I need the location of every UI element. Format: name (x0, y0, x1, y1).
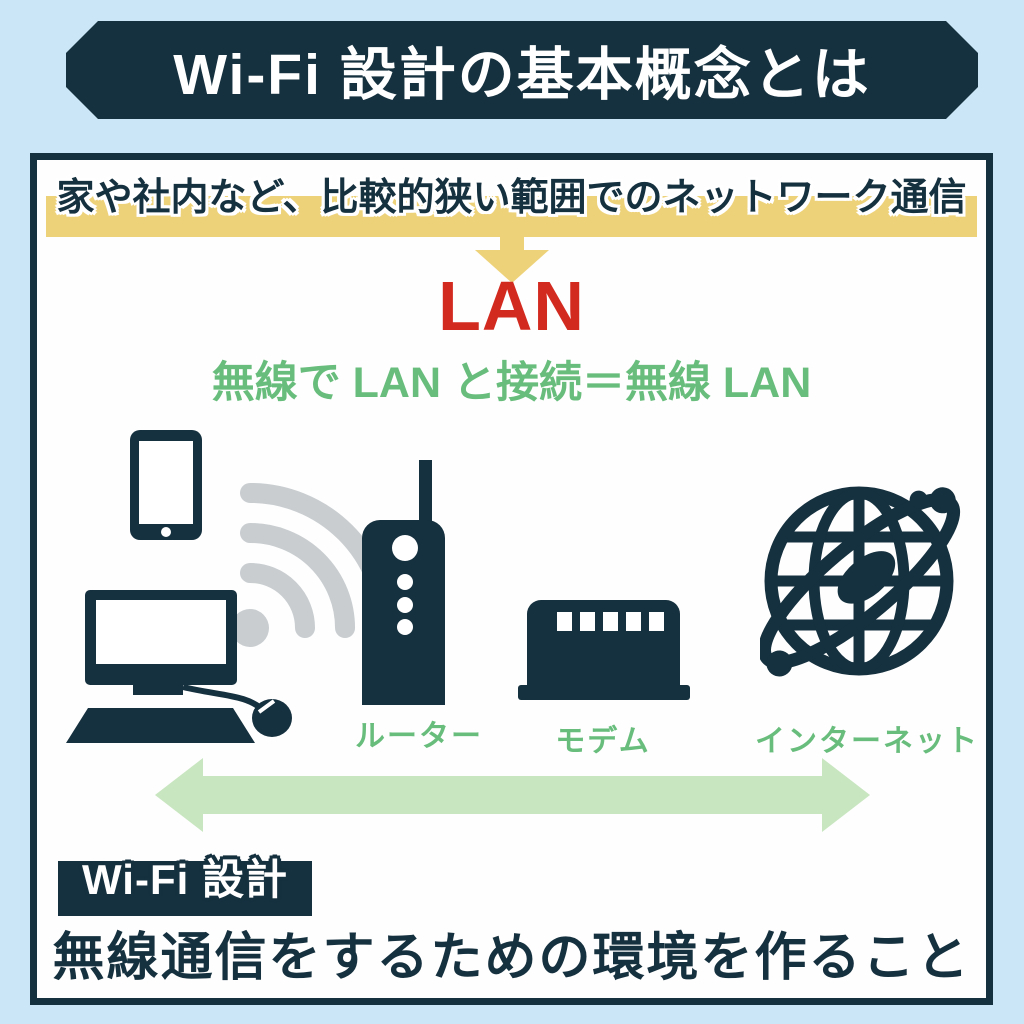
down-arrow-head (474, 250, 549, 283)
device-cluster (66, 430, 396, 743)
down-arrow-icon (474, 237, 549, 283)
desktop-computer-icon (66, 590, 292, 743)
title-banner: Wi-Fi 設計の基本概念とは (66, 21, 978, 119)
lan-term: LAN (438, 267, 585, 345)
tablet-icon (130, 430, 202, 540)
modem-icon (518, 600, 690, 700)
double-headed-arrow-icon (155, 758, 870, 832)
satellite-orbit (760, 487, 960, 677)
wifi-design-badge: Wi-Fi 設計 (58, 856, 312, 916)
description-highlight (46, 196, 977, 237)
down-arrow-stem (499, 237, 524, 250)
wifi-design-badge-label: Wi-Fi 設計 (82, 856, 288, 903)
arrow-right-head (822, 758, 870, 832)
wireless-lan-note: 無線で LAN と接続＝無線 LAN (211, 359, 812, 407)
page-title: Wi-Fi 設計の基本概念とは (173, 43, 871, 107)
arrow-shaft (195, 776, 830, 814)
modem-label: モデム (555, 725, 651, 758)
router-icon (362, 460, 445, 705)
internet-globe-icon (760, 486, 960, 677)
router-label: ルーター (355, 720, 483, 753)
content-card: 家や社内など、比較的狭い範囲でのネットワーク通信 LAN 無線で LAN と接続… (30, 153, 993, 1005)
internet-label: インターネット (755, 725, 979, 758)
network-description: 家や社内など、比較的狭い範囲でのネットワーク通信 (56, 177, 967, 219)
wifi-design-definition: 無線通信をするための環境を作ること (52, 929, 971, 987)
